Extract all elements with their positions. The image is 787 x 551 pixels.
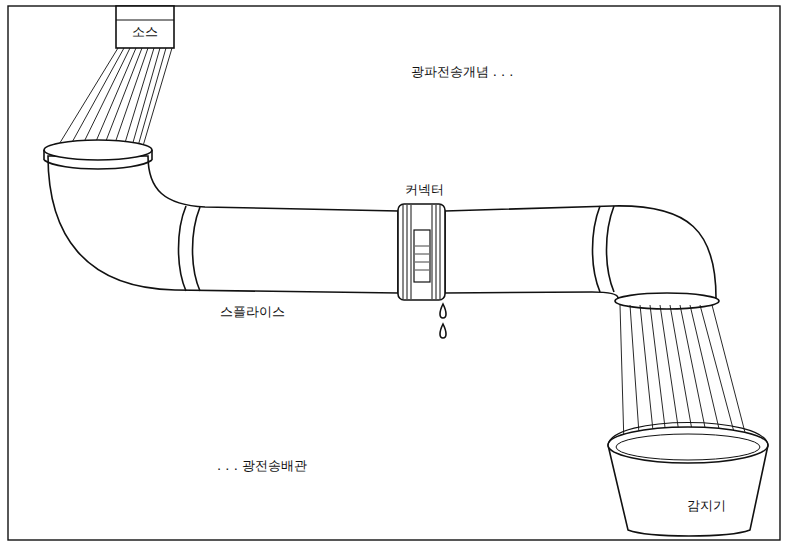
frame: [8, 6, 780, 540]
flange-rim: [44, 150, 152, 160]
right-pipe: [445, 206, 716, 298]
splice-band: [193, 207, 201, 291]
source-pipe-line: [116, 20, 174, 21]
connector-ridges: [403, 205, 440, 299]
drip: [440, 324, 446, 338]
left-flange: [44, 140, 152, 160]
splice-band: [593, 206, 601, 292]
flange-rim: [44, 160, 152, 169]
splice-band: [607, 206, 615, 292]
window-water: [415, 246, 429, 270]
source-stream: [58, 48, 172, 146]
source-pipe: [116, 6, 174, 48]
bucket-rim: [608, 427, 768, 463]
connector-body: [398, 204, 445, 300]
splice-band: [179, 206, 187, 291]
bucket-handle: [608, 423, 768, 446]
source-label: 소스: [129, 23, 161, 41]
drip: [440, 304, 446, 318]
right-flange: [615, 293, 719, 309]
connector-window: [414, 230, 430, 282]
splice-label: 스플라이스: [217, 303, 288, 321]
title-note: 광파전송개념 . . .: [408, 63, 517, 81]
piping-note: . . . 광전송배관: [214, 457, 310, 475]
detector-label: 감지기: [684, 497, 729, 515]
left-pipe: [48, 156, 398, 293]
connector-label: 커넥터: [402, 181, 447, 199]
bucket-water: [616, 434, 760, 460]
